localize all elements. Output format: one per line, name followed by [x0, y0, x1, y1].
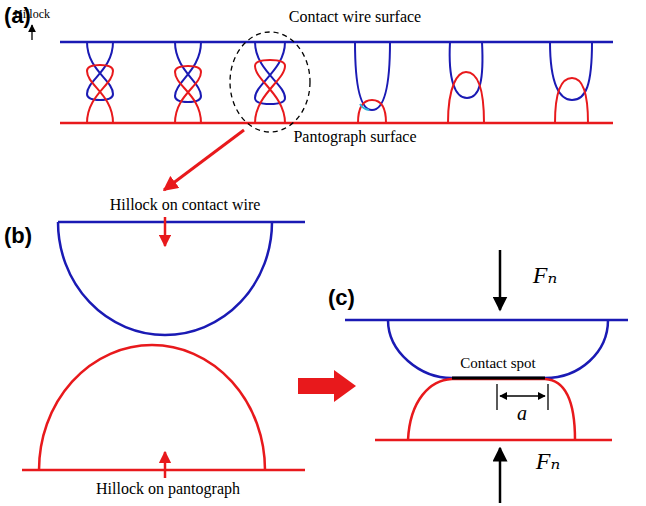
dimension-tick: [496, 384, 497, 410]
pantograph-line: [22, 469, 305, 472]
dashed-ellipse: [230, 32, 310, 132]
small-arrow: [164, 452, 167, 478]
panel-letter: (b): [4, 224, 32, 248]
pantograph-line: [375, 439, 612, 442]
panel-letter: (c): [328, 286, 355, 310]
dimension-label: a: [517, 402, 527, 424]
dimension-arrow: [500, 395, 545, 396]
small-arrow: [164, 217, 167, 246]
wire-hillock: [388, 320, 608, 378]
force-arrow: [499, 250, 502, 310]
hillocks: [87, 42, 592, 123]
block-arrow: [298, 370, 356, 402]
force-label: Fₙ: [533, 262, 557, 288]
part-label: Contact spot: [460, 355, 535, 372]
force-label: Fₙ: [536, 448, 560, 474]
leader-arrow: [31, 25, 32, 40]
contact-spot-line: [452, 377, 545, 380]
force-arrow: [499, 448, 502, 503]
part-label: Hillock on pantograph: [96, 480, 240, 498]
pantograph-hillock: [39, 345, 265, 470]
part-label: Hillock on contact wire: [110, 196, 261, 214]
dimension-tick: [547, 384, 548, 410]
zoom-arrow: [164, 130, 244, 190]
contact-wire-line: [60, 41, 613, 44]
pantograph-hillock: [408, 379, 575, 440]
contact-wire-line: [58, 221, 305, 224]
surface-label: Contact wire surface: [289, 8, 421, 26]
pantograph-line: [60, 122, 613, 125]
surface-label: Pantograph surface: [293, 128, 416, 146]
part-label: Hillock: [14, 8, 50, 21]
